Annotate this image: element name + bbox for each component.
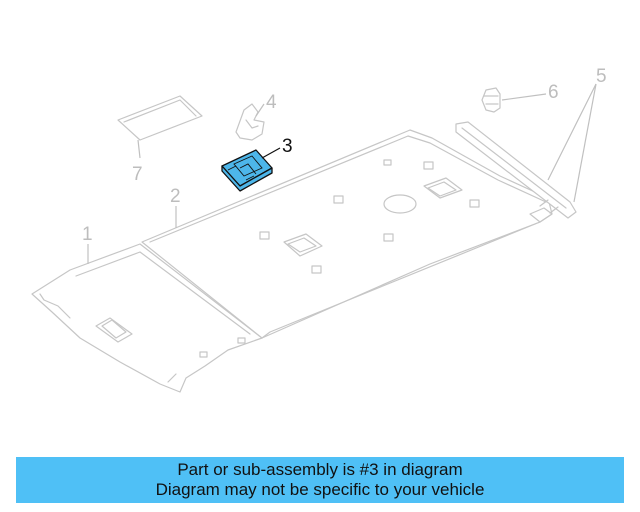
highlighted-part-3[interactable]	[221, 149, 273, 192]
clip-part-6	[481, 87, 501, 113]
headliner-front-section	[31, 243, 263, 393]
parts-diagram: 1 2 3 4 5 6 7	[31, 66, 607, 393]
banner-line-2: Diagram may not be specific to your vehi…	[155, 480, 485, 499]
callout-1: 1	[82, 224, 93, 245]
banner-line-1: Part or sub-assembly is #3 in diagram	[177, 460, 463, 479]
info-banner: Part or sub-assembly is #3 in diagram Di…	[16, 457, 624, 503]
callout-6: 6	[548, 82, 559, 103]
coat-hook-part-4	[235, 103, 265, 141]
callout-5: 5	[596, 66, 607, 87]
callout-4: 4	[266, 92, 277, 113]
sun-visor-part-7	[117, 95, 203, 141]
roof-rail	[455, 121, 577, 219]
headliner-main-panel	[141, 129, 553, 339]
callout-7: 7	[132, 164, 143, 185]
callout-3[interactable]: 3	[282, 136, 293, 157]
leader-lines	[87, 83, 597, 264]
callout-2: 2	[170, 186, 181, 207]
